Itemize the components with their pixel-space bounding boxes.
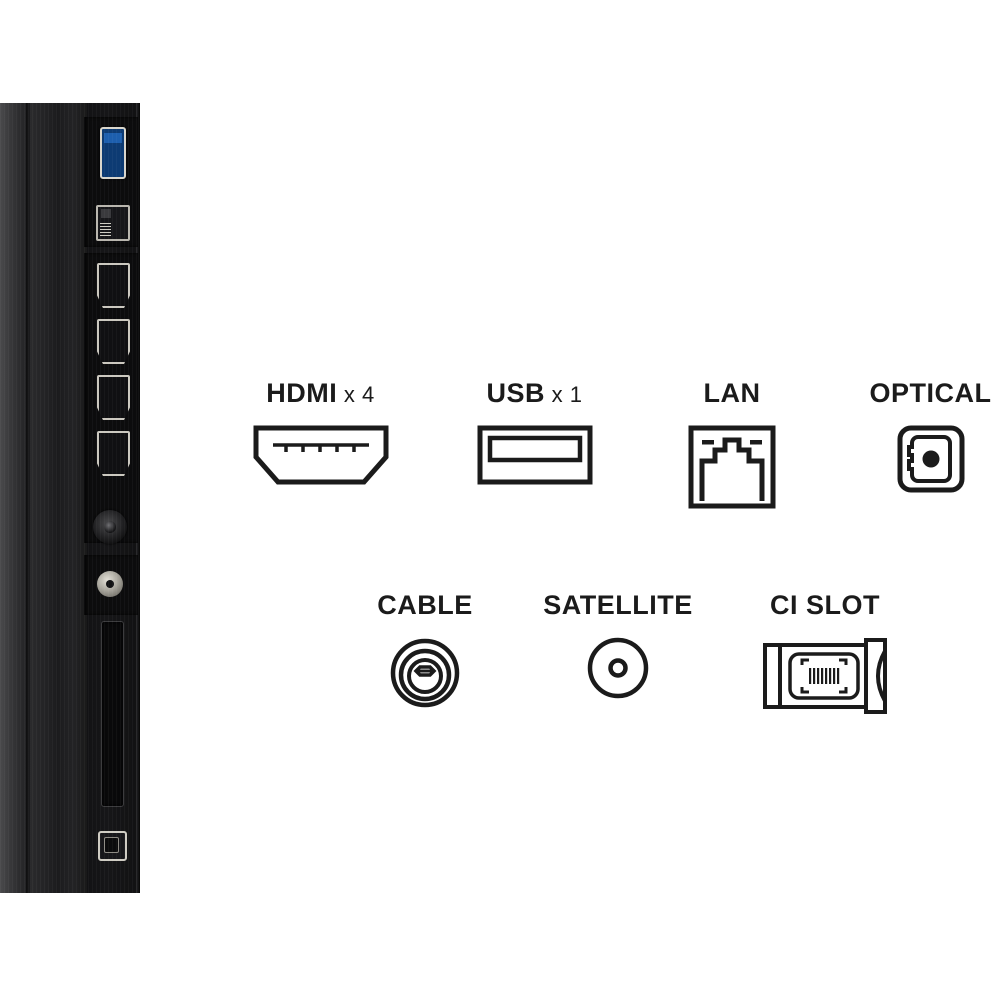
chassis-band-inner <box>57 103 87 893</box>
spec-usb-label-text: USB <box>486 378 546 408</box>
ci-contacts <box>809 668 840 684</box>
spec-hdmi: HDMI x 4 <box>248 380 393 485</box>
spec-cable-icon-wrap <box>356 637 494 709</box>
spec-optical-label-text: OPTICAL <box>869 378 992 408</box>
coaxial-cable-connector-icon <box>390 638 460 708</box>
chassis-band-outer <box>0 103 26 893</box>
hdmi-connector-icon <box>253 425 388 485</box>
hdmi-port-3 <box>97 375 130 420</box>
tv-side-panel-photo <box>0 103 140 893</box>
spec-cable-label-text: CABLE <box>377 590 473 620</box>
spec-ci-slot-icon-wrap <box>745 637 905 715</box>
hdmi-port-1 <box>97 263 130 308</box>
spec-ci-slot-label-text: CI SLOT <box>770 590 880 620</box>
hdmi-port-2 <box>97 319 130 364</box>
usb-3-port <box>100 127 126 179</box>
ci-card-slot <box>101 621 124 807</box>
spec-hdmi-multiplier: x 4 <box>337 382 375 407</box>
spec-lan-icon-wrap <box>668 425 796 509</box>
spec-ci-slot-label: CI SLOT <box>745 592 905 619</box>
spec-satellite: SATELLITE <box>528 592 708 699</box>
lan-rj45-port <box>96 205 130 241</box>
spec-cable: CABLE <box>356 592 494 709</box>
chassis-seam <box>26 103 30 893</box>
satellite-f-connector-icon <box>587 637 649 699</box>
spec-lan: LAN <box>668 380 796 509</box>
cable-rf-antenna-port <box>93 510 127 544</box>
spec-optical: OPTICAL <box>858 380 1000 493</box>
spec-usb-label: USB x 1 <box>467 380 602 407</box>
spec-usb: USB x 1 <box>467 380 602 485</box>
spec-hdmi-label-text: HDMI <box>266 378 338 408</box>
spec-optical-label: OPTICAL <box>858 380 1000 407</box>
spec-hdmi-icon-wrap <box>248 425 393 485</box>
spec-usb-multiplier: x 1 <box>545 382 583 407</box>
spec-lan-label: LAN <box>668 380 796 407</box>
chassis-band-mid <box>30 103 57 893</box>
optical-toslink-connector-icon <box>897 425 964 493</box>
hdmi-port-4 <box>97 431 130 476</box>
spec-hdmi-label: HDMI x 4 <box>248 380 393 407</box>
chassis-edge <box>136 103 140 893</box>
spec-optical-icon-wrap <box>858 425 1000 493</box>
optical-audio-port <box>98 831 127 861</box>
satellite-lnb-port <box>97 571 123 597</box>
spec-satellite-label-text: SATELLITE <box>543 590 693 620</box>
usb-connector-icon <box>477 425 592 485</box>
spec-ci-slot: CI SLOT <box>745 592 905 715</box>
spec-usb-icon-wrap <box>467 425 602 485</box>
spec-satellite-icon-wrap <box>528 637 708 699</box>
spec-satellite-label: SATELLITE <box>528 592 708 619</box>
lan-rj45-connector-icon <box>688 425 776 509</box>
ci-card-slot-icon <box>763 638 887 714</box>
spec-lan-label-text: LAN <box>703 378 761 408</box>
spec-cable-label: CABLE <box>356 592 494 619</box>
